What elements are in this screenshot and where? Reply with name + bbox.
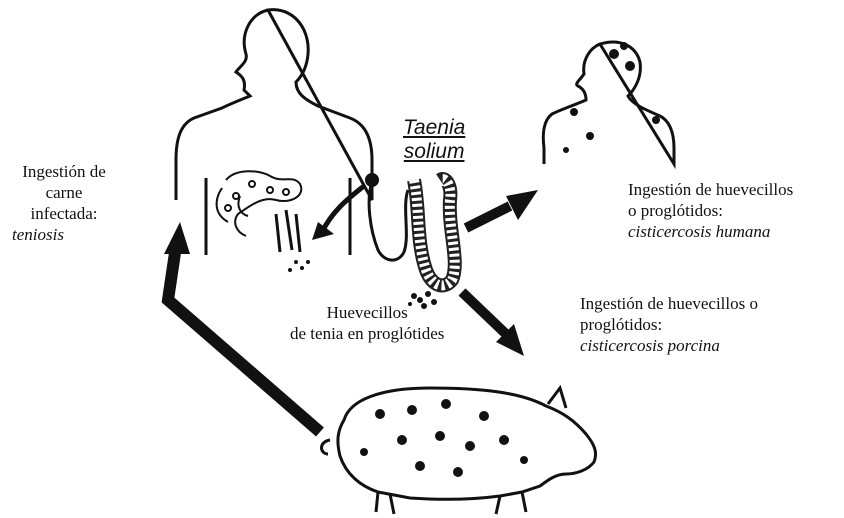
stool-dots: [288, 260, 310, 272]
organism-name: Taenia solium: [403, 116, 465, 164]
meat-ingestion-line-2: carne: [46, 183, 83, 202]
arrowhead-pig-to-human: [164, 222, 190, 254]
meat-ingestion-line-3: infectada:: [30, 204, 97, 223]
arrow-to-pig: [462, 292, 506, 334]
eggs-line-1: Huevecillos: [327, 303, 408, 322]
internal-arrow: [322, 186, 364, 232]
human-ingestion-label: Ingestión de huevecillos o proglótidos: …: [628, 179, 793, 242]
teniosis-label: teniosis: [4, 224, 124, 245]
human-silhouette-icon: [176, 10, 372, 255]
meat-ingestion-label: Ingestión de carne infectada: teniosis: [4, 161, 124, 245]
human-cysticercosis-label: cisticercosis humana: [628, 222, 770, 241]
pig-ingestion-label: Ingestión de huevecillos o proglótidos: …: [580, 293, 758, 356]
pig-cysts: [360, 399, 528, 477]
porcine-cysticercosis-label: cisticercosis porcina: [580, 336, 720, 355]
human-ingestion-line-2: o proglótidos:: [628, 201, 723, 220]
pig-ingestion-line-2: proglótidos:: [580, 315, 662, 334]
arrow-to-human: [466, 206, 510, 228]
internal-arrowhead: [312, 222, 334, 240]
tapeworm-icon: [366, 174, 455, 285]
species-label: solium: [403, 140, 465, 164]
pig-ingestion-line-1: Ingestión de huevecillos o: [580, 294, 758, 313]
arrowhead-to-human: [506, 190, 538, 220]
genus-label: Taenia: [403, 116, 465, 140]
eggs-label: Huevecillos de tenia en proglótides: [290, 302, 444, 344]
eggs-line-2: de tenia en proglótides: [290, 324, 444, 343]
infected-human-icon: [543, 42, 674, 164]
human-ingestion-line-1: Ingestión de huevecillos: [628, 180, 793, 199]
brain-cysts-icon: [563, 42, 660, 153]
meat-ingestion-line-1: Ingestión de: [22, 162, 106, 181]
intestine-icon: [217, 171, 302, 252]
